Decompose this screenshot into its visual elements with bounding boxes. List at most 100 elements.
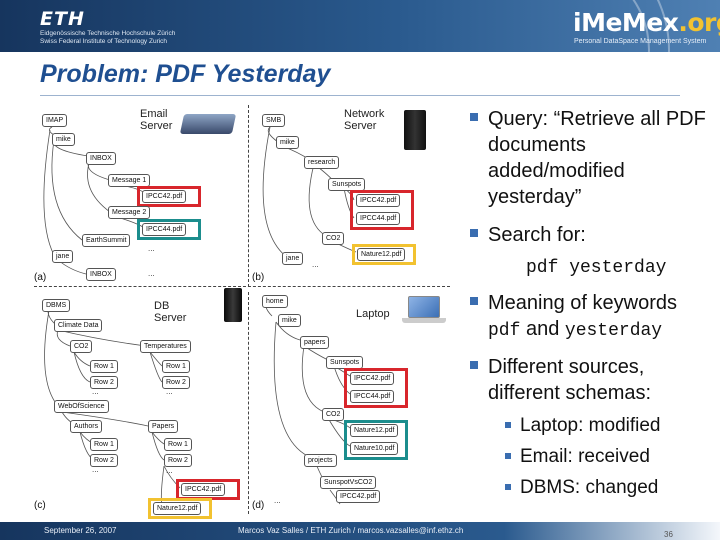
- node-mike: mike: [278, 314, 301, 327]
- bullet-meaning-text: Meaning of keywords: [488, 292, 677, 314]
- page-number: 36: [664, 530, 673, 539]
- node-sunspotvsco2: SunspotVsCO2: [320, 476, 377, 489]
- node-inbox: INBOX: [86, 152, 116, 165]
- node-papers: Papers: [148, 420, 179, 433]
- footer-author: Marcos Vaz Salles / ETH Zurich / marcos.…: [238, 526, 464, 535]
- node-ipcc44-pdf: IPCC44.pdf: [142, 223, 187, 236]
- laptop-label: Laptop: [356, 308, 390, 320]
- panel-divider-vertical-top: [248, 105, 249, 287]
- footer-bar: [0, 522, 720, 540]
- eth-subtitle-german: Eidgenössische Technische Hochschule Zür…: [40, 30, 176, 37]
- node-imap: IMAP: [42, 114, 68, 127]
- highlight-yellow-db-pdf: [148, 498, 212, 519]
- ellipsis: ...: [274, 496, 281, 505]
- eth-subtitle-english: Swiss Federal Institute of Technology Zu…: [40, 38, 168, 45]
- node-papers-folder: papers: [300, 336, 330, 349]
- node-ipcc42-pdf: IPCC42.pdf: [350, 372, 395, 385]
- bullet-marker: [470, 229, 478, 237]
- node-co2: CO2: [322, 232, 345, 245]
- node-ipcc42-pdf: IPCC42.pdf: [336, 490, 381, 503]
- sub-bullet-dbms: DBMS: changed: [505, 476, 659, 500]
- imemex-subtitle: Personal DataSpace Management System: [574, 38, 707, 45]
- header-banner: ETH Eidgenössische Technische Hochschule…: [0, 0, 720, 170]
- node-projects: projects: [304, 454, 337, 467]
- node-row-1: Row 1: [90, 360, 118, 373]
- email-server-text: Email Server: [140, 108, 173, 132]
- node-nature12-pdf: Nature12.pdf: [357, 248, 406, 261]
- panel-divider-vertical-bottom: [248, 292, 249, 514]
- ellipsis: ...: [148, 269, 155, 278]
- node-mike: mike: [276, 136, 299, 149]
- node-ipcc44-pdf: IPCC44.pdf: [350, 390, 395, 403]
- node-webofscience: WebOfScience: [54, 400, 109, 413]
- db-server-icon: [224, 288, 242, 322]
- bullet-sources: Different sources, different schemas:: [470, 354, 713, 406]
- bullet-sources-text: Different sources, different schemas:: [488, 356, 652, 404]
- sub-bullet-email: Email: received: [505, 445, 650, 469]
- node-research: research: [304, 156, 340, 169]
- node-message-1: Message 1: [108, 174, 151, 187]
- node-earthsummit: EarthSummit: [82, 234, 131, 247]
- node-smb: SMB: [262, 114, 286, 127]
- imemex-logo: iMeMex.org: [573, 8, 720, 37]
- keyword-pdf: pdf: [488, 321, 521, 341]
- bullet-search-for-text: Search for:: [488, 224, 586, 246]
- ellipsis: ...: [92, 387, 99, 396]
- panel-label-c: (c): [34, 500, 46, 511]
- imemex-logo-main: iMeMex: [573, 8, 679, 37]
- node-ipcc42-pdf: IPCC42.pdf: [181, 483, 226, 496]
- node-mike: mike: [52, 133, 75, 146]
- node-temperatures: Temperatures: [140, 340, 191, 353]
- dataspace-diagram: Email Server IMAP mike INBOX Message 1 I…: [30, 100, 450, 520]
- node-ipcc44-pdf: IPCC44.pdf: [356, 212, 401, 225]
- ellipsis: ...: [312, 260, 319, 269]
- sub-bullet-email-text: Email: received: [520, 446, 650, 467]
- node-sunspots: Sunspots: [328, 178, 366, 191]
- node-inbox-jane: INBOX: [86, 268, 116, 281]
- bullet-marker: [470, 113, 478, 121]
- sub-bullet-marker: [505, 422, 511, 428]
- eth-logo: ETH: [40, 8, 85, 30]
- highlight-red-network-pdfs: [350, 190, 414, 230]
- panel-label-a: (a): [34, 272, 47, 283]
- node-nature12-pdf: Nature12.pdf: [153, 502, 202, 515]
- node-co2-table: CO2: [70, 340, 93, 353]
- node-ipcc42-pdf: IPCC42.pdf: [356, 194, 401, 207]
- bullet-query-text: Query: “Retrieve all PDF documents added…: [488, 108, 706, 208]
- keyword-yesterday: yesterday: [564, 321, 663, 341]
- sub-bullet-laptop: Laptop: modified: [505, 414, 661, 438]
- node-home: home: [262, 295, 288, 308]
- highlight-teal-laptop-pdfs: [344, 420, 408, 460]
- node-row-1: Row 1: [162, 360, 190, 373]
- ellipsis: ...: [166, 466, 173, 475]
- title-divider: [40, 95, 680, 96]
- ellipsis: ...: [166, 387, 173, 396]
- network-server-icon: [404, 110, 426, 150]
- node-dbms: DBMS: [42, 299, 71, 312]
- ellipsis: ...: [148, 244, 155, 253]
- node-message-2: Message 2: [108, 206, 151, 219]
- imemex-logo-org: .org: [678, 8, 720, 37]
- panel-label-d: (d): [252, 500, 265, 511]
- db-server-label: DB Server: [154, 300, 186, 324]
- sub-bullet-laptop-text: Laptop: modified: [520, 415, 661, 436]
- node-row-2: Row 2: [90, 454, 118, 467]
- bullet-marker: [470, 361, 478, 369]
- bullet-query: Query: “Retrieve all PDF documents added…: [470, 106, 713, 210]
- node-row-1: Row 1: [164, 438, 192, 451]
- laptop-icon: [402, 296, 446, 326]
- query-code: pdf yesterday: [526, 258, 667, 278]
- bullet-search-for: Search for:: [470, 222, 586, 248]
- panel-label-b: (b): [252, 272, 265, 283]
- db-server-text: DB Server: [154, 300, 187, 324]
- node-row-1: Row 1: [90, 438, 118, 451]
- network-server-label: Network Server: [344, 108, 384, 132]
- highlight-yellow-network-pdf: [352, 244, 416, 265]
- node-nature10-pdf: Nature10.pdf: [350, 442, 399, 455]
- node-jane: jane: [52, 250, 74, 263]
- highlight-red-laptop-pdfs: [344, 368, 408, 408]
- bullet-meaning: Meaning of keywords pdf and yesterday: [470, 290, 720, 344]
- sub-bullet-dbms-text: DBMS: changed: [520, 477, 659, 498]
- node-row-2: Row 2: [164, 454, 192, 467]
